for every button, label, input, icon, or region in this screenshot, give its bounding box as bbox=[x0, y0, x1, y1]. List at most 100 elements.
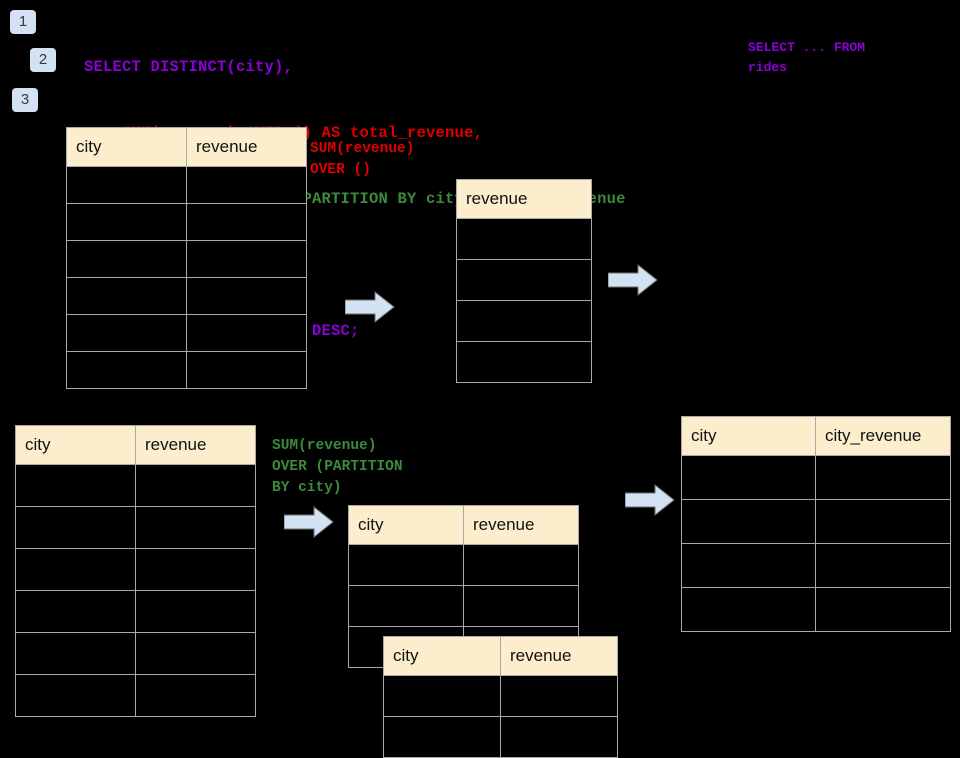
table-header-row: revenue bbox=[456, 179, 592, 219]
cell-revenue bbox=[186, 314, 307, 352]
cell-city bbox=[348, 544, 464, 586]
cell-city-revenue bbox=[815, 455, 951, 500]
table-row bbox=[681, 587, 951, 632]
table-header-row: city revenue bbox=[383, 636, 618, 676]
column-header-revenue: revenue bbox=[456, 179, 592, 219]
cell-city bbox=[15, 590, 136, 633]
arrow-source-to-revenue bbox=[345, 291, 395, 323]
table-row bbox=[456, 341, 592, 383]
table-header-row: city revenue bbox=[66, 127, 307, 167]
step-badge-2[interactable]: 2 bbox=[30, 48, 56, 72]
cell-city bbox=[681, 455, 816, 500]
cell-revenue bbox=[456, 300, 592, 342]
cell-revenue bbox=[500, 675, 618, 717]
table-row bbox=[456, 218, 592, 260]
table-row bbox=[15, 548, 256, 591]
cell-revenue bbox=[463, 585, 579, 627]
annotation-select-from-rides: SELECT ... FROM rides bbox=[748, 40, 866, 75]
column-header-revenue: revenue bbox=[135, 425, 256, 465]
table-row bbox=[66, 240, 307, 278]
cell-revenue bbox=[456, 259, 592, 301]
cell-city bbox=[15, 464, 136, 507]
cell-city bbox=[681, 499, 816, 544]
column-header-revenue: revenue bbox=[500, 636, 618, 676]
column-header-revenue: revenue bbox=[463, 505, 579, 545]
table-header-row: city revenue bbox=[348, 505, 579, 545]
cell-revenue bbox=[186, 166, 307, 204]
cell-revenue bbox=[456, 218, 592, 260]
cell-city-revenue bbox=[815, 587, 951, 632]
sql-line-select: SELECT DISTINCT(city), bbox=[84, 58, 294, 76]
cell-revenue bbox=[186, 240, 307, 278]
cell-city-revenue bbox=[815, 543, 951, 588]
cell-revenue bbox=[135, 548, 256, 591]
cell-revenue bbox=[463, 544, 579, 586]
table-header-row: city city_revenue bbox=[681, 416, 951, 456]
cell-city bbox=[66, 240, 187, 278]
column-header-city: city bbox=[383, 636, 501, 676]
cell-city-revenue bbox=[815, 499, 951, 544]
cell-city bbox=[15, 632, 136, 675]
column-header-city: city bbox=[66, 127, 187, 167]
table-row bbox=[66, 203, 307, 241]
cell-revenue bbox=[135, 506, 256, 549]
table-row bbox=[15, 590, 256, 633]
cell-revenue bbox=[135, 590, 256, 633]
cell-city bbox=[681, 587, 816, 632]
table-row bbox=[15, 632, 256, 675]
result-table: city city_revenue bbox=[681, 416, 951, 632]
source-table-top: city revenue bbox=[66, 127, 307, 389]
cell-city bbox=[383, 675, 501, 717]
partition-table-back: city revenue bbox=[348, 505, 579, 668]
cell-city bbox=[15, 548, 136, 591]
table-row bbox=[66, 314, 307, 352]
cell-revenue bbox=[186, 277, 307, 315]
cell-city bbox=[66, 351, 187, 389]
annotation-sum-over-partition: SUM(revenue) OVER (PARTITION BY city) bbox=[272, 438, 403, 496]
table-row bbox=[66, 166, 307, 204]
table-row bbox=[383, 675, 618, 717]
arrow-source-to-partition bbox=[284, 506, 334, 538]
table-row bbox=[348, 544, 579, 586]
table-row bbox=[348, 585, 579, 627]
column-header-revenue: revenue bbox=[186, 127, 307, 167]
column-header-city-revenue: city_revenue bbox=[815, 416, 951, 456]
cell-revenue bbox=[135, 632, 256, 675]
annotation-sum-over-empty: SUM(revenue) OVER () bbox=[310, 141, 415, 178]
cell-city bbox=[348, 585, 464, 627]
arrow-partition-to-result bbox=[625, 484, 675, 516]
step-badge-3[interactable]: 3 bbox=[12, 88, 38, 112]
cell-city bbox=[66, 314, 187, 352]
cell-revenue bbox=[456, 341, 592, 383]
cell-city bbox=[383, 716, 501, 758]
step-badge-1[interactable]: 1 bbox=[10, 10, 36, 34]
cell-city bbox=[15, 674, 136, 717]
table-row bbox=[15, 464, 256, 507]
table-row bbox=[681, 499, 951, 544]
source-table-bottom: city revenue bbox=[15, 425, 256, 717]
table-row bbox=[66, 351, 307, 389]
partition-table-front: city revenue bbox=[383, 636, 618, 758]
cell-city bbox=[66, 277, 187, 315]
table-row bbox=[681, 455, 951, 500]
cell-city bbox=[66, 166, 187, 204]
cell-revenue bbox=[135, 464, 256, 507]
column-header-city: city bbox=[348, 505, 464, 545]
table-row bbox=[456, 300, 592, 342]
cell-revenue bbox=[186, 351, 307, 389]
cell-city bbox=[66, 203, 187, 241]
table-row bbox=[15, 674, 256, 717]
cell-city bbox=[681, 543, 816, 588]
table-header-row: city revenue bbox=[15, 425, 256, 465]
revenue-aggregate-table: revenue bbox=[456, 179, 592, 383]
arrow-revenue-to-result bbox=[608, 264, 658, 296]
cell-revenue bbox=[186, 203, 307, 241]
table-row bbox=[383, 716, 618, 758]
table-row bbox=[681, 543, 951, 588]
cell-revenue bbox=[135, 674, 256, 717]
cell-revenue bbox=[500, 716, 618, 758]
cell-city bbox=[15, 506, 136, 549]
column-header-city: city bbox=[681, 416, 816, 456]
table-row bbox=[456, 259, 592, 301]
table-row bbox=[15, 506, 256, 549]
